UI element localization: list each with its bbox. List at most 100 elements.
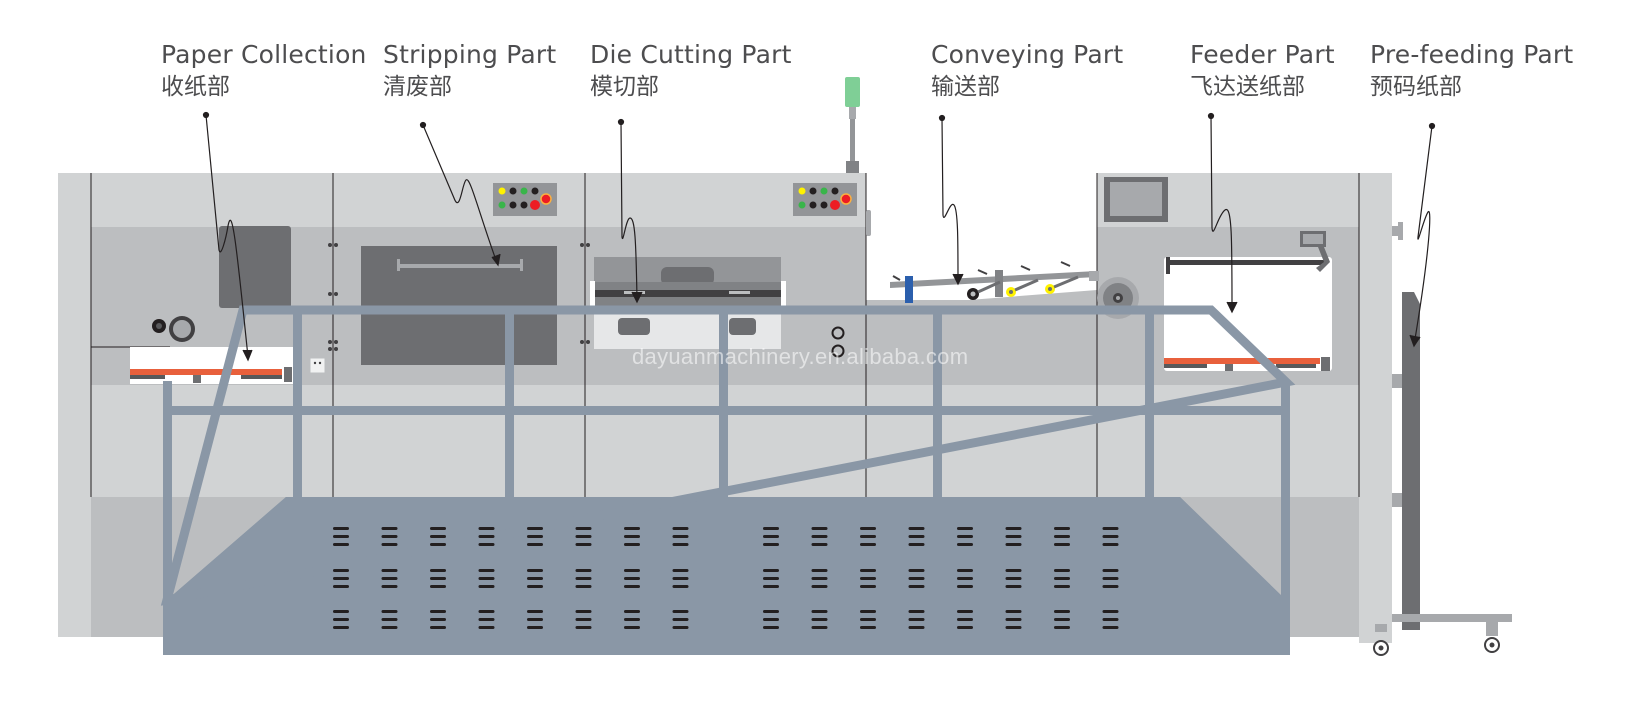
vent-slot	[957, 535, 973, 538]
leader-lines	[202, 111, 1436, 362]
leader-die-cutting	[620, 121, 638, 301]
vent-slot	[624, 585, 640, 588]
conveyor-stop-block	[905, 276, 913, 303]
vent-slot	[527, 626, 543, 629]
vent-slot	[430, 527, 446, 530]
vent-slot	[381, 585, 398, 588]
vent-slot	[527, 585, 543, 588]
vent-slot	[908, 569, 925, 572]
vent-slot	[1054, 569, 1070, 572]
vent-slot	[672, 610, 689, 613]
vent-slot	[1102, 543, 1119, 546]
vent-slot	[957, 626, 973, 629]
panel-connectors	[328, 243, 590, 351]
vent-slot	[672, 577, 689, 580]
label-conveying-part: Conveying Part 输送部	[931, 42, 1123, 99]
vent-slot	[381, 527, 398, 530]
vent-slot	[478, 618, 495, 621]
label-zh: 飞达送纸部	[1190, 74, 1305, 100]
feeder-window	[1164, 257, 1332, 371]
vent-slot	[1005, 577, 1022, 580]
base-platform	[167, 497, 1286, 655]
vent-slot	[860, 626, 876, 629]
die-cutting-section	[590, 257, 845, 358]
vent-slot	[763, 569, 779, 572]
vent-slot	[811, 527, 828, 530]
label-stripping-part: Stripping Part 清废部	[383, 42, 556, 99]
label-zh: 模切部	[590, 74, 659, 100]
vent-slot	[381, 569, 398, 572]
vent-slot	[860, 543, 876, 546]
vent-slot	[478, 535, 495, 538]
vent-slot	[860, 577, 876, 580]
vent-slot	[811, 585, 828, 588]
power-socket-icon	[309, 357, 326, 374]
vent-slot	[333, 585, 349, 588]
label-zh: 清废部	[383, 74, 452, 100]
vent-slot	[575, 543, 592, 546]
vent-slot	[672, 585, 689, 588]
paper-tray	[130, 369, 282, 375]
vent-slot	[763, 610, 779, 613]
vent-slot	[1005, 543, 1022, 546]
vent-slot	[430, 535, 446, 538]
label-en: Stripping Part	[383, 40, 557, 69]
vent-slot	[575, 618, 592, 621]
vent-slot	[1054, 610, 1070, 613]
label-feeder-part: Feeder Part 飞达送纸部	[1190, 42, 1335, 99]
vent-slot	[430, 585, 446, 588]
vent-slot	[908, 535, 925, 538]
vent-slot	[860, 618, 876, 621]
vent-slot	[763, 535, 779, 538]
vent-slot	[381, 577, 398, 580]
paper-collection-section	[130, 226, 326, 384]
vent-slot	[333, 626, 349, 629]
vent-grid	[333, 527, 1119, 629]
vent-slot	[957, 618, 973, 621]
vent-slot	[430, 610, 446, 613]
vent-slot	[430, 569, 446, 572]
vent-slot	[333, 618, 349, 621]
signal-light-tower	[845, 77, 860, 173]
vent-slot	[1005, 610, 1022, 613]
vent-slot	[333, 569, 349, 572]
vent-slot	[1005, 569, 1022, 572]
vent-slot	[333, 610, 349, 613]
vent-slot	[478, 543, 495, 546]
vent-slot	[1005, 585, 1022, 588]
vent-slot	[957, 543, 973, 546]
vent-slot	[1102, 535, 1119, 538]
vent-slot	[575, 626, 592, 629]
vent-slot	[763, 577, 779, 580]
vent-slot	[624, 610, 640, 613]
vent-slot	[624, 543, 640, 546]
vent-slot	[527, 569, 543, 572]
vent-slot	[624, 618, 640, 621]
vent-slot	[1005, 618, 1022, 621]
vent-slot	[1102, 569, 1119, 572]
vent-slot	[811, 577, 828, 580]
vent-slot	[672, 618, 689, 621]
vent-slot	[478, 585, 495, 588]
vent-slot	[1005, 535, 1022, 538]
label-en: Paper Collection	[161, 40, 367, 69]
leader-paper-collection	[205, 114, 249, 358]
vent-slot	[333, 543, 349, 546]
label-en: Die Cutting Part	[590, 40, 792, 69]
rail-posts	[293, 310, 1154, 497]
vent-slot	[478, 626, 495, 629]
vent-slot	[908, 626, 925, 629]
vent-slot	[811, 610, 828, 613]
vent-slot	[763, 543, 779, 546]
vent-slot	[811, 569, 828, 572]
vent-slot	[811, 618, 828, 621]
vent-slot	[957, 610, 973, 613]
vent-slot	[1102, 626, 1119, 629]
vent-slot	[672, 543, 689, 546]
vent-slot	[430, 626, 446, 629]
vent-slot	[527, 618, 543, 621]
vent-slot	[478, 527, 495, 530]
label-en: Feeder Part	[1190, 40, 1335, 69]
vent-slot	[333, 527, 349, 530]
vent-slot	[575, 577, 592, 580]
